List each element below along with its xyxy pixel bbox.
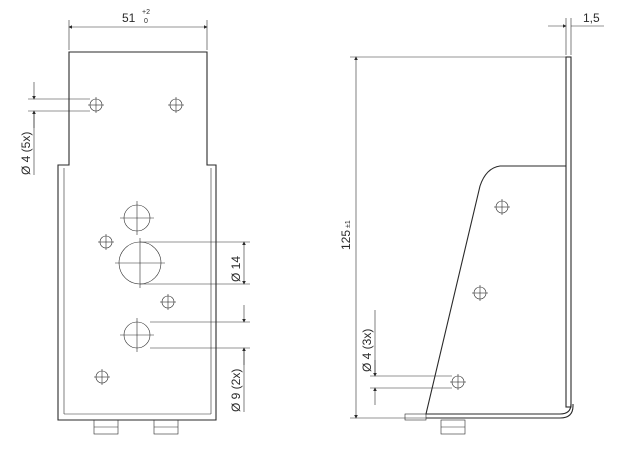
hole-medium-1 <box>120 201 154 235</box>
front-view: 51 +2 0 Ø 4 (5x) Ø 14 Ø 9 (2x) <box>19 9 250 435</box>
side-vertical-plate <box>565 56 572 408</box>
thickness-dim: 1,5 <box>583 11 600 25</box>
side-hole-dimension: Ø 4 (3x) <box>360 310 452 405</box>
hole-small-2 <box>168 97 184 113</box>
side-hole-2 <box>472 285 488 301</box>
medium-hole-callout: Ø 9 (2x) <box>229 369 243 412</box>
side-gusset-outline <box>425 165 572 415</box>
side-hole-3 <box>450 374 466 390</box>
height-tol: ±1 <box>345 220 352 228</box>
thickness-dimension: 1,5 <box>548 11 604 55</box>
hole-medium-2 <box>120 318 154 352</box>
hole-small-3 <box>98 234 114 250</box>
medium-hole-dimension: Ø 9 (2x) <box>150 305 250 412</box>
hole-small-5 <box>94 369 110 385</box>
hole-large <box>115 238 165 288</box>
hole-small-1 <box>88 97 104 113</box>
width-dim-value: 51 <box>122 11 136 25</box>
large-hole-dimension: Ø 14 <box>140 241 250 285</box>
side-hole-1 <box>494 199 510 215</box>
large-hole-callout: Ø 14 <box>229 256 243 282</box>
small-hole-callout: Ø 4 (5x) <box>19 132 33 175</box>
front-outline <box>57 51 217 421</box>
width-dimension: 51 +2 0 <box>68 9 208 50</box>
height-dimension: 125 ±1 <box>339 56 566 419</box>
side-hole-callout: Ø 4 (3x) <box>360 329 374 372</box>
side-bottom-tab <box>404 413 427 421</box>
small-hole-dimension: Ø 4 (5x) <box>19 82 90 175</box>
height-dim-value: 125 <box>339 230 353 250</box>
width-tol-upper: +2 <box>142 9 150 16</box>
side-view: 1,5 125 ±1 Ø 4 (3x) <box>339 11 604 435</box>
hole-small-4 <box>160 294 176 310</box>
width-tol-lower: 0 <box>144 18 148 25</box>
